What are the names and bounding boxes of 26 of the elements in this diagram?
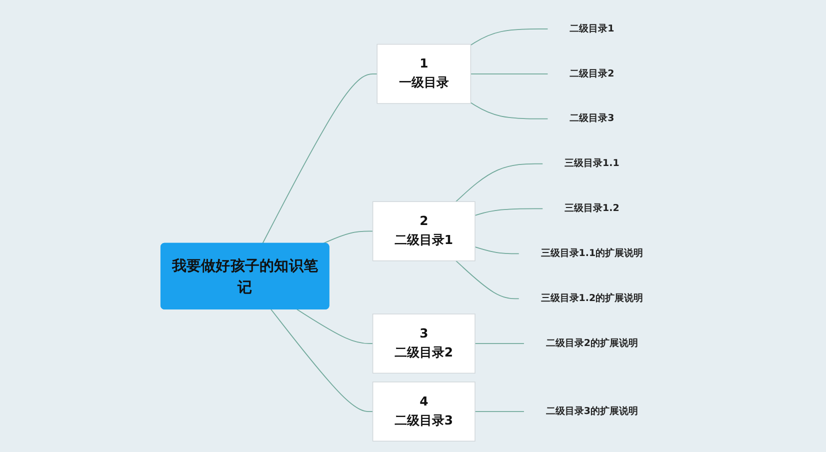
connector xyxy=(474,208,544,216)
connector xyxy=(456,260,520,300)
node-box: 3 二级目录2 xyxy=(372,314,476,374)
connector xyxy=(270,308,374,412)
connector xyxy=(474,246,520,254)
node-box: 4 二级目录3 xyxy=(372,382,476,442)
connector xyxy=(456,163,544,202)
connector xyxy=(474,411,524,412)
connector xyxy=(322,230,374,244)
node-text: 二级目录3的扩展说明 xyxy=(546,406,638,417)
node-text: 三级目录1.1 xyxy=(564,158,620,170)
node-text: 二级目录2的扩展说明 xyxy=(546,338,638,349)
node-text: 二级目录3 xyxy=(570,113,614,124)
connector xyxy=(296,308,374,344)
connector xyxy=(474,343,524,344)
connector xyxy=(470,102,548,120)
node-box: 1 一级目录 xyxy=(376,44,472,104)
node-text: 三级目录1.1的扩展说明 xyxy=(540,248,644,259)
connector xyxy=(470,73,548,74)
node-text: 三级目录1.2 xyxy=(564,203,620,214)
node-text: 二级目录2 xyxy=(570,68,614,80)
node-text: 二级目录1 xyxy=(570,23,614,34)
node-box: 2 二级目录1 xyxy=(372,201,476,262)
connector xyxy=(470,28,548,46)
connector xyxy=(262,73,378,244)
node-text: 三级目录1.2的扩展说明 xyxy=(540,292,644,304)
